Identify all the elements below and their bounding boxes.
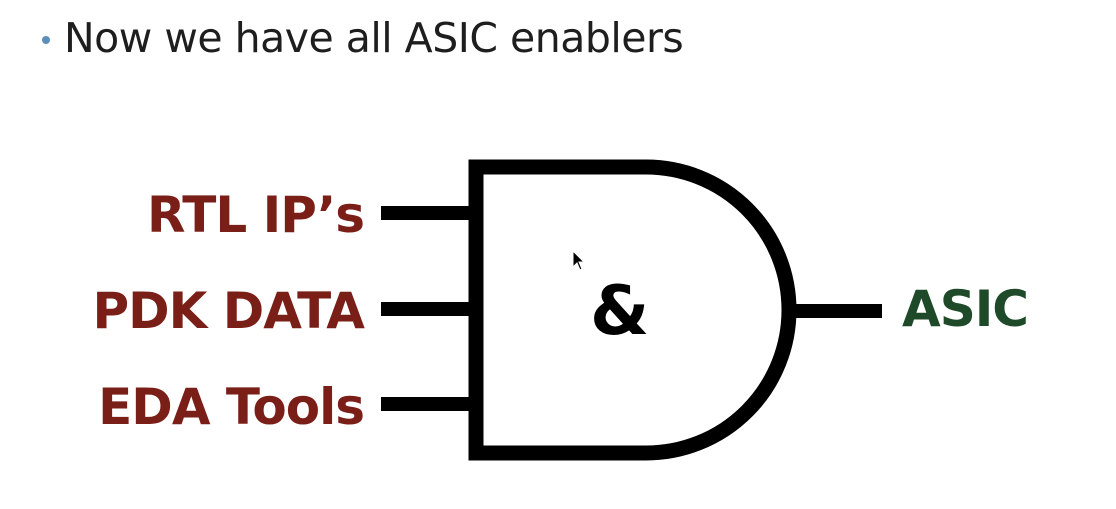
- input-label-eda: EDA Tools: [98, 378, 365, 436]
- slide-bullet: Now we have all ASIC enablers: [42, 10, 684, 66]
- gate-symbol: &: [590, 272, 650, 351]
- and-gate-body: [468, 159, 797, 461]
- bullet-dot-icon: [42, 36, 50, 44]
- output-label-asic: ASIC: [902, 280, 1029, 338]
- input-label-rtl: RTL IP’s: [146, 186, 365, 244]
- mouse-pointer-icon: [572, 250, 586, 271]
- bullet-text: Now we have all ASIC enablers: [64, 14, 684, 62]
- input-label-pdk: PDK DATA: [92, 282, 365, 340]
